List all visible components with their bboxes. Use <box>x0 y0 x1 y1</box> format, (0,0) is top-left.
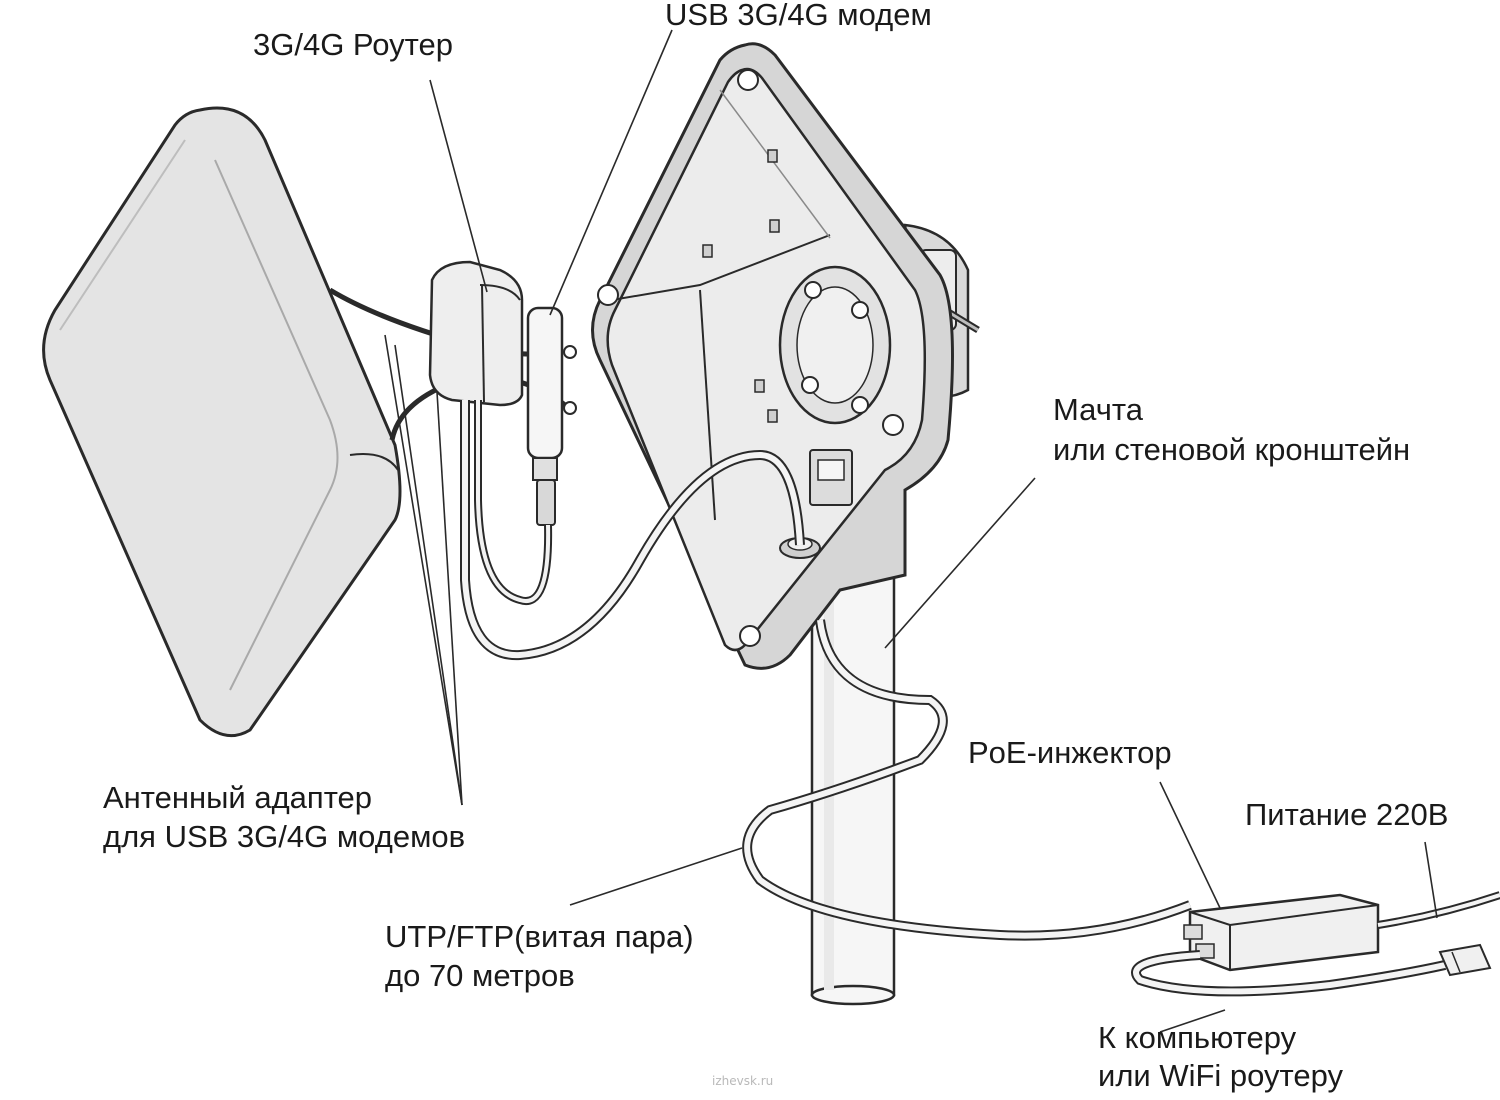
rj45-plug <box>1438 943 1492 977</box>
label-mast-line1: Мачта <box>1053 392 1143 427</box>
label-adapter-line2: для USB 3G/4G модемов <box>103 819 466 854</box>
label-adapter-line1: Антенный адаптер <box>103 780 373 815</box>
label-mast-line2: или стеновой кронштейн <box>1053 432 1411 467</box>
leader-lines <box>384 29 1438 1033</box>
outdoor-box <box>591 42 980 670</box>
usb-modem-device <box>526 306 577 526</box>
router-device <box>428 260 524 407</box>
label-power: Питание 220В <box>1245 797 1449 832</box>
label-poe-injector: PoE-инжектор <box>968 735 1172 770</box>
flat-antenna-panel <box>42 106 402 738</box>
poe-injector <box>1183 893 1380 972</box>
label-computer-line2: или WiFi роутеру <box>1098 1058 1344 1093</box>
watermark: izhevsk.ru <box>712 1074 774 1088</box>
label-cable-line1: UTP/FTP(витая пара) <box>385 919 694 954</box>
label-router: 3G/4G Роутер <box>253 27 453 62</box>
label-computer-line1: К компьютеру <box>1098 1020 1297 1055</box>
label-usb-modem: USB 3G/4G модем <box>665 0 932 32</box>
label-cable-line2: до 70 метров <box>385 958 575 993</box>
